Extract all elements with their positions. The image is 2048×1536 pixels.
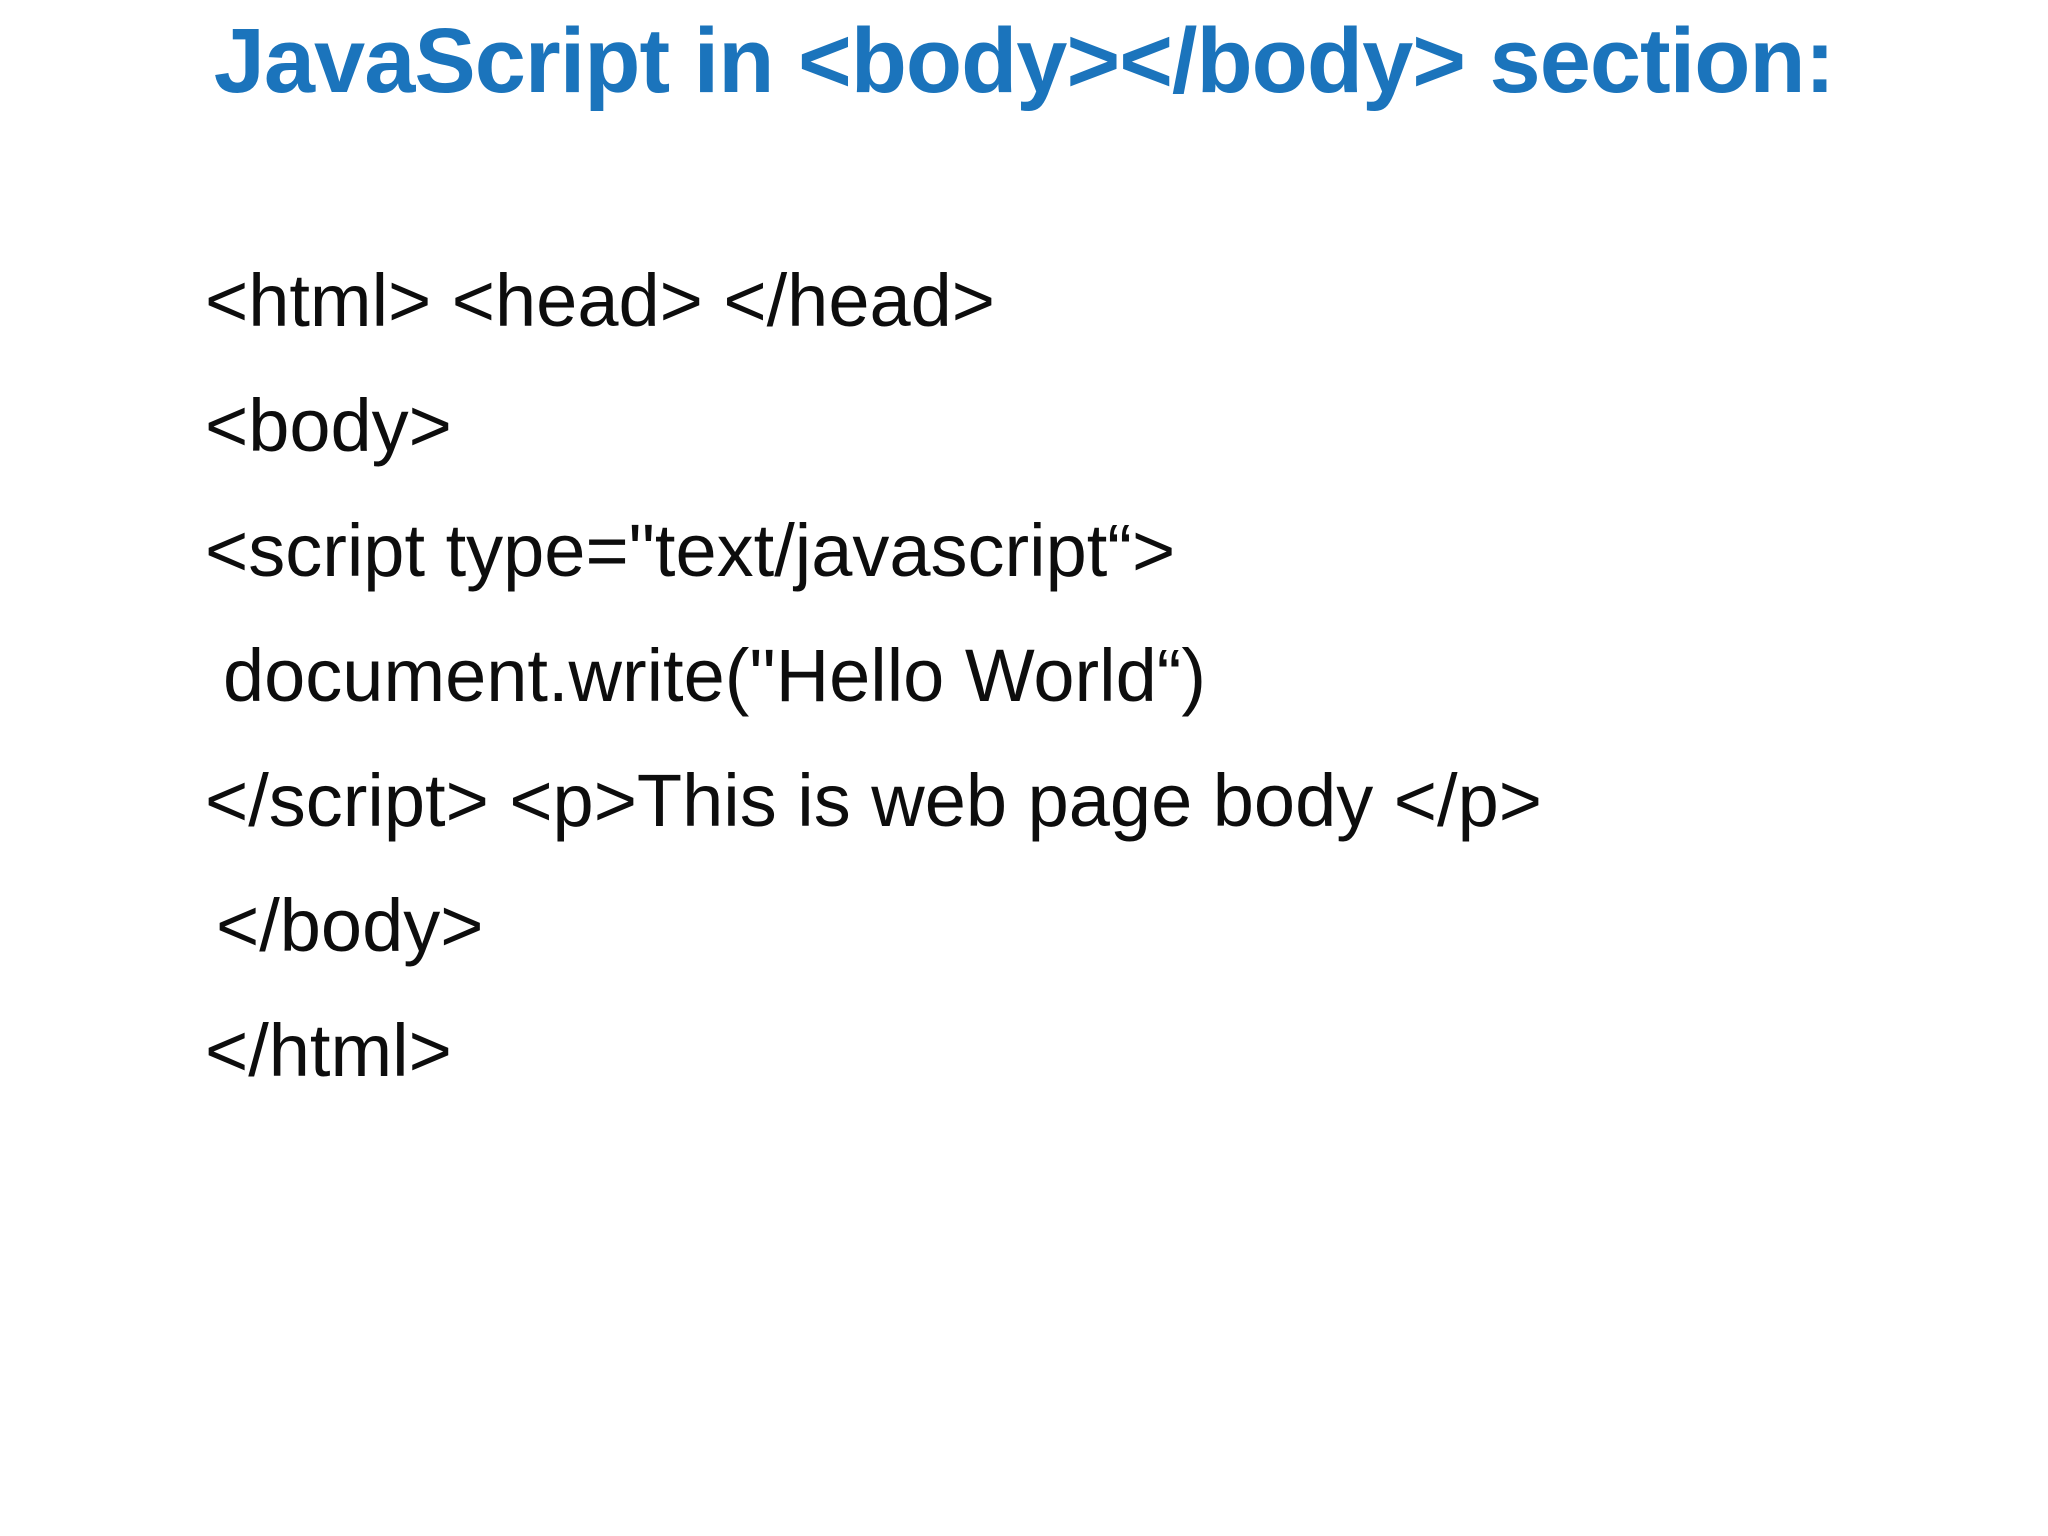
- slide-title: JavaScript in <body></body> section:: [213, 10, 1836, 112]
- code-line-html-close: </html>: [205, 1009, 452, 1093]
- code-line-html-head: <html> <head> </head>: [205, 259, 996, 343]
- code-block: <html> <head> </head> <body> <script typ…: [0, 264, 2048, 1088]
- code-line-script-open: <script type="text/javascript“>: [205, 509, 1176, 593]
- code-line-body-open: <body>: [205, 384, 452, 468]
- code-line-script-close-paragraph: </script> <p>This is web page body </p>: [205, 759, 1542, 843]
- code-line-body-close: </body>: [216, 884, 484, 968]
- code-line-document-write: document.write("Hello World“): [223, 634, 1207, 718]
